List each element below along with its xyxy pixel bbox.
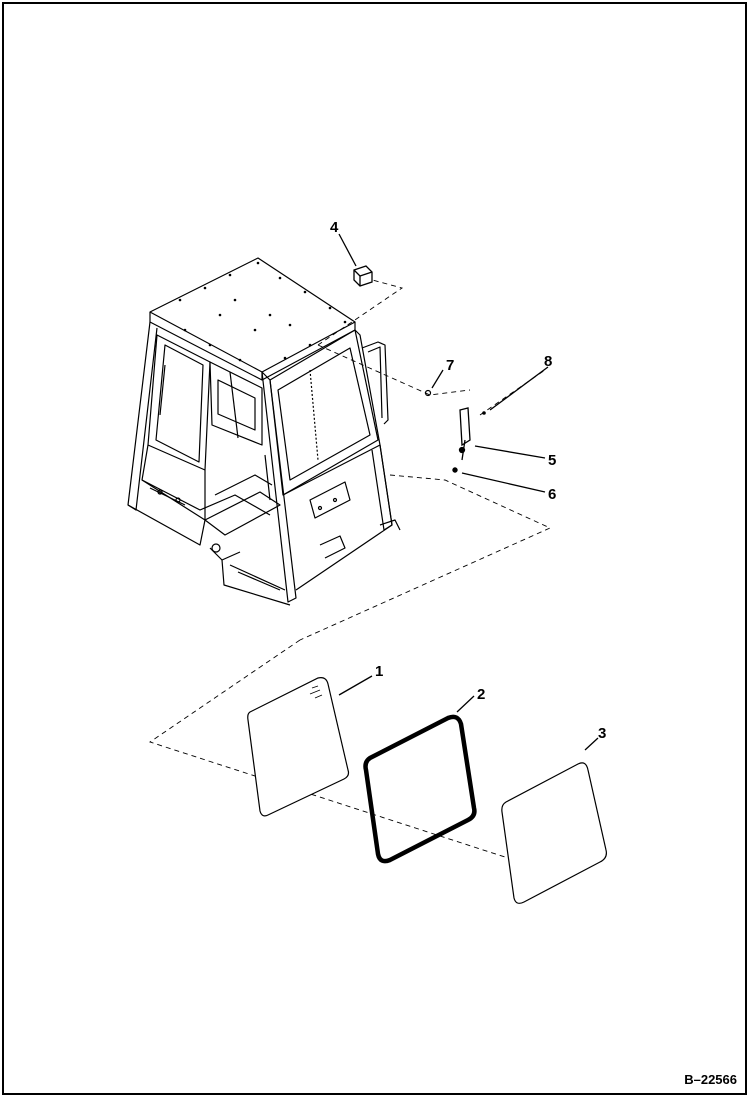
drawing-code: B–22566 bbox=[684, 1072, 737, 1087]
callout-3: 3 bbox=[598, 725, 606, 742]
callout-leaders bbox=[338, 233, 599, 751]
right-front-post bbox=[261, 371, 297, 603]
part-7-nut bbox=[424, 389, 432, 397]
cab-roof bbox=[149, 257, 356, 373]
part-2-window-seal bbox=[363, 714, 477, 864]
part-1-window-glass bbox=[247, 677, 350, 817]
right-side-window bbox=[269, 329, 379, 496]
part-5-latch-bracket bbox=[458, 407, 471, 461]
callout-7: 7 bbox=[446, 357, 454, 374]
right-lower-panel bbox=[282, 444, 393, 591]
grab-handle bbox=[361, 341, 389, 425]
cab-assembly bbox=[127, 257, 401, 606]
callout-4: 4 bbox=[330, 219, 339, 236]
part-8-washer bbox=[482, 411, 486, 415]
callout-1: 1 bbox=[375, 663, 383, 680]
left-side-window bbox=[147, 334, 211, 471]
callout-6: 6 bbox=[548, 486, 556, 503]
callout-8: 8 bbox=[544, 353, 552, 370]
part-4-latch bbox=[353, 265, 373, 287]
callout-5: 5 bbox=[548, 452, 556, 469]
callout-2: 2 bbox=[477, 686, 485, 703]
cab-floor bbox=[204, 491, 281, 536]
part-3-window-glass bbox=[501, 762, 607, 904]
left-front-post bbox=[127, 321, 158, 511]
part-6-screw bbox=[452, 467, 458, 473]
roof-bolts bbox=[178, 261, 347, 362]
